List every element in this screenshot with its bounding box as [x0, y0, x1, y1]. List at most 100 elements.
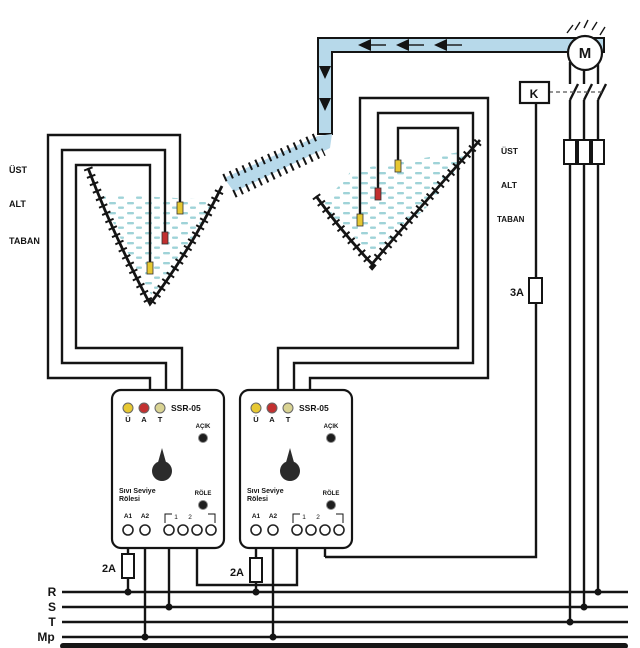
- relay2-fuse-label: 2A: [230, 567, 244, 579]
- relay1-power-led: [198, 433, 208, 443]
- phase-fuse-3: [591, 139, 605, 165]
- relay1-led-label-alt: A: [141, 415, 147, 424]
- coil-circuit: 3A: [325, 103, 543, 559]
- electrode-tip-ust-1: [176, 201, 184, 215]
- relay1-terminal-a1: [122, 524, 134, 536]
- relay2-term-a2-label: A2: [269, 513, 278, 520]
- pump-motor: M: [566, 19, 606, 72]
- electrode-tip-taban-1: [146, 261, 154, 275]
- rail-mp-label: Mp: [37, 630, 54, 644]
- relay1-terminal-c2: [177, 524, 189, 536]
- electrode-wire-ust-2: [276, 126, 460, 390]
- relay1-contact-label-1: 1: [174, 514, 178, 521]
- relay1-terminal-a2: [139, 524, 151, 536]
- relay2-terminal-c1: [291, 524, 303, 536]
- main-fuse-3a: [528, 277, 543, 304]
- relay1-terminal-c3: [191, 524, 203, 536]
- tank2-wall: [314, 139, 482, 267]
- contactor-k-box: [518, 80, 551, 105]
- relay2-led-label-alt: A: [269, 415, 275, 424]
- relay2-power-led-label: AÇIK: [324, 424, 339, 430]
- relay1-adjust-knob: [152, 448, 172, 481]
- label-taban-right: TABAN: [497, 215, 525, 224]
- relay1-device-name-line2: Rölesi: [119, 496, 140, 503]
- tank1-electrode-wiring: [46, 133, 184, 390]
- electrode-tip-taban-2: [356, 213, 364, 227]
- relay1-device-name-line1: Sıvı Seviye: [119, 488, 156, 495]
- relay2-led-label-taban: T: [286, 415, 291, 424]
- label-ust-right: ÜST: [501, 146, 519, 156]
- relay1-term-a2-label: A2: [141, 513, 150, 520]
- relay2-output-led: [326, 500, 336, 510]
- level-labels-right: ÜST ALT TABAN: [497, 146, 525, 224]
- tank-1: [83, 166, 227, 313]
- relay2-terminal-c4: [333, 524, 345, 536]
- flow-arrow-left-icon: [396, 39, 424, 51]
- relay1-fuse-label: 2A: [102, 563, 116, 575]
- relay2-device-name-line2: Rölesi: [247, 496, 268, 503]
- junction-dot: [594, 588, 602, 596]
- channel-water: [224, 136, 322, 192]
- relay2-terminal-c3: [319, 524, 331, 536]
- relay2-led-ust: [250, 402, 262, 414]
- relay1-term-a1-label: A1: [124, 513, 133, 520]
- tank1-wall: [86, 167, 224, 307]
- electrode-tip-alt-1: [161, 231, 169, 245]
- motor-label: M: [579, 45, 592, 62]
- tank1-water: [100, 194, 214, 296]
- relay2-contact-bracket: [292, 513, 344, 523]
- relay2-led-alt: [266, 402, 278, 414]
- main-fuse-label: 3A: [510, 287, 524, 299]
- relay1-led-alt: [138, 402, 150, 414]
- phase-fuse-2: [577, 139, 591, 165]
- junction-dot: [165, 603, 173, 611]
- relay2-model-label: SSR-05: [299, 403, 329, 413]
- relay1-power-led-label: AÇIK: [196, 424, 211, 430]
- relay1-contact-bracket: [164, 513, 216, 523]
- electrode-tip-ust-2: [394, 159, 402, 173]
- channel-upper-hatch: [222, 132, 320, 182]
- relay1-fuse-2a: [121, 553, 135, 579]
- label-taban-left: TABAN: [9, 236, 40, 246]
- relay2-led-label-ust: Ü: [253, 415, 258, 424]
- electrode-tip-alt-2: [374, 187, 382, 201]
- rail-t-label: T: [48, 615, 56, 629]
- rail-r-label: R: [48, 585, 57, 599]
- junction-dot: [124, 588, 132, 596]
- relay1-led-label-ust: Ü: [125, 415, 130, 424]
- electrode-wire-alt-2: [292, 111, 475, 390]
- mounting-hatch-icon: [566, 19, 606, 36]
- phase-fuse-1: [563, 139, 577, 165]
- flow-arrow-left-icon: [434, 39, 462, 51]
- relay1-output-led-label: RÖLE: [195, 490, 212, 497]
- relay2-output-led-label: RÖLE: [323, 490, 340, 497]
- level-relay-2: Ü A T SSR-05 AÇIK Sıvı Seviye Rölesi RÖL…: [238, 388, 354, 550]
- junction-dot: [252, 588, 260, 596]
- electrode-wire-alt-1: [60, 148, 168, 390]
- electrode-wire-taban-1: [74, 163, 184, 390]
- relay1-to-relay2-contact-wire: [195, 548, 299, 587]
- channel-inlet-water: [318, 134, 332, 152]
- relay2-term-a1-label: A1: [252, 513, 261, 520]
- relay1-terminal-c4: [205, 524, 217, 536]
- relay2-fuse-2a: [249, 557, 263, 583]
- relay1-led-label-taban: T: [158, 415, 163, 424]
- label-alt-left: ALT: [9, 199, 26, 209]
- contactor-label: K: [530, 87, 539, 101]
- junction-dot: [580, 603, 588, 611]
- relay2-contact-label-1: 1: [302, 514, 306, 521]
- relay2-terminal-a1: [250, 524, 262, 536]
- power-rails: R S T Mp: [37, 585, 628, 648]
- relay1-model-label: SSR-05: [171, 403, 201, 413]
- relay1-contact-label-2: 2: [188, 514, 192, 521]
- relay2-terminal-c2: [305, 524, 317, 536]
- label-ust-left: ÜST: [9, 165, 28, 175]
- flow-arrow-down-icon: [319, 66, 331, 79]
- level-labels-left: ÜST ALT TABAN: [9, 165, 40, 246]
- electrode-wire-ust-1: [46, 133, 182, 390]
- label-alt-right: ALT: [501, 180, 518, 190]
- relay2-contact-label-2: 2: [316, 514, 320, 521]
- relay2-led-taban: [282, 402, 294, 414]
